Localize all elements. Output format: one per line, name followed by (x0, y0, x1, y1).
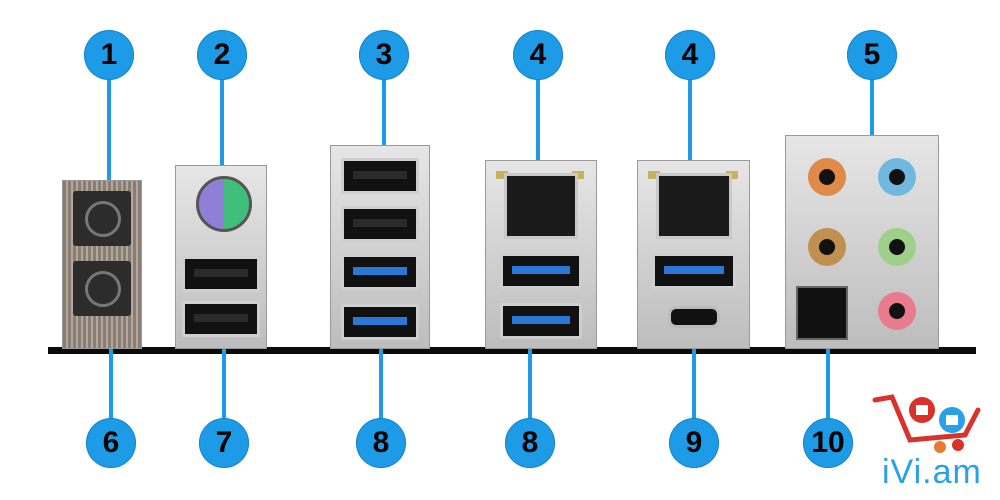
button-panel (62, 180, 142, 349)
callout-badge: 4 (513, 30, 563, 80)
callout-badge: 7 (199, 418, 249, 468)
usb2-port (182, 256, 260, 292)
usb2-port (341, 158, 419, 194)
leader-line (379, 340, 383, 420)
lan-led (572, 171, 584, 179)
rj45-port (656, 173, 732, 239)
leader-line (109, 340, 113, 420)
callout-badge: 2 (197, 30, 247, 80)
audio-jack-black (808, 228, 846, 266)
usb-stack (330, 145, 430, 349)
usb3-port (341, 304, 419, 340)
logo-text: iVi.am (882, 453, 982, 491)
rj45-port (504, 173, 578, 239)
leader-line (220, 78, 224, 178)
audio-jack-pink (878, 292, 916, 330)
callout-badge: 9 (669, 418, 719, 468)
audio-panel (785, 135, 939, 349)
leader-line (107, 78, 111, 188)
audio-jack-green (878, 228, 916, 266)
callout-badge: 4 (665, 30, 715, 80)
usb3-port (341, 254, 419, 290)
usb2-port (182, 301, 260, 337)
lan-led (496, 171, 508, 179)
leader-line (528, 340, 532, 420)
callout-badge: 6 (86, 418, 136, 468)
lan-led (648, 171, 660, 179)
leader-line (688, 78, 692, 178)
lan-usb-stack (485, 160, 597, 349)
usb3-port (500, 303, 582, 339)
bios-flash-button[interactable] (73, 261, 131, 316)
leader-line (826, 300, 830, 420)
ps2-port (196, 176, 252, 232)
callout-badge: 1 (84, 30, 134, 80)
leader-line (222, 340, 226, 420)
baseline-bar (48, 347, 976, 354)
lan-usbc-stack (637, 160, 750, 349)
callout-badge: 10 (803, 418, 853, 468)
audio-jack-orange (808, 158, 846, 196)
ivi-logo: iVi.am (870, 385, 990, 495)
shopping-cart-icon (872, 394, 981, 453)
usb2-port (341, 206, 419, 242)
leader-line (870, 78, 874, 140)
usb3-port (500, 253, 582, 289)
callout-badge: 5 (847, 30, 897, 80)
leader-line (692, 340, 696, 420)
audio-jack-blue (878, 158, 916, 196)
callout-badge: 3 (359, 30, 409, 80)
optical-spdif-port (796, 286, 848, 340)
usb-c-port (668, 306, 720, 328)
clear-cmos-button[interactable] (73, 191, 131, 246)
leader-line (382, 78, 386, 150)
usb3-port (652, 253, 736, 289)
callout-badge: 8 (356, 418, 406, 468)
ps2-usb-panel (175, 165, 267, 349)
lan-led (726, 171, 738, 179)
leader-line (536, 78, 540, 178)
callout-badge: 8 (505, 418, 555, 468)
